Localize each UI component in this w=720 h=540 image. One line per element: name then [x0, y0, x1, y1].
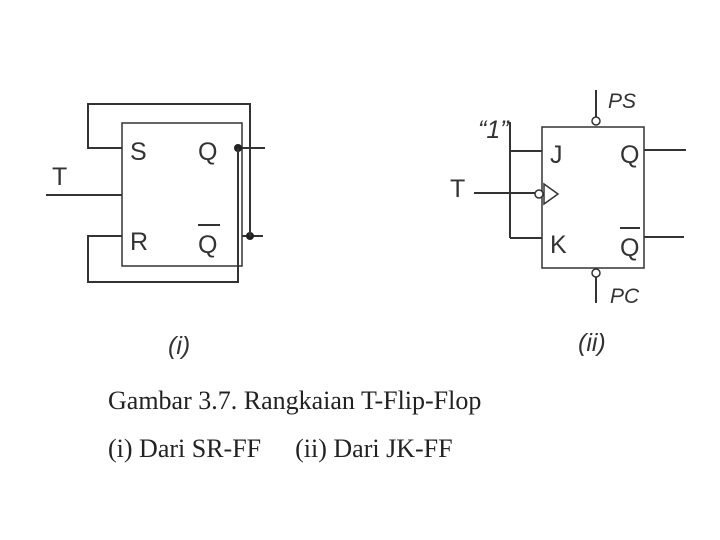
jk-k-label: K [550, 231, 567, 259]
caption-sub-ii: (ii) Dari JK-FF [295, 434, 453, 463]
figure-caption-subtitle: (i) Dari SR-FF (ii) Dari JK-FF [108, 434, 453, 464]
pc-label: PC [610, 285, 640, 308]
sr-flip-flop-circuit: T S R Q Q (i) [46, 103, 265, 360]
sr-q-label: Q [198, 138, 217, 166]
sr-ff-block [121, 122, 243, 267]
sr-t-label: T [52, 163, 67, 191]
ps-bubble [591, 116, 601, 126]
s-feedback-wire [87, 103, 251, 149]
r-feedback-wire [87, 235, 239, 283]
clock-inversion-bubble [534, 189, 544, 199]
jk-j-label: J [550, 141, 563, 169]
sr-r-label: R [130, 228, 148, 256]
jk-flip-flop-circuit: “1” T J K Q Q PS PC (ii) [450, 90, 686, 357]
clock-triangle-symbol [543, 182, 560, 206]
const-one-label: “1” [478, 116, 510, 144]
sr-qbar-label: Q [198, 231, 217, 259]
jk-t-label: T [450, 175, 465, 203]
ps-label: PS [608, 90, 636, 113]
circuit-i-label: (i) [168, 332, 190, 360]
sr-s-label: S [130, 138, 147, 166]
jk-q-label: Q [620, 141, 639, 169]
caption-sub-i: (i) Dari SR-FF [108, 434, 262, 463]
jk-qbar-label: Q [620, 234, 639, 262]
figure-caption-title: Gambar 3.7. Rangkaian T-Flip-Flop [108, 386, 482, 415]
circuit-ii-label: (ii) [578, 329, 606, 357]
pc-bubble [591, 268, 601, 278]
